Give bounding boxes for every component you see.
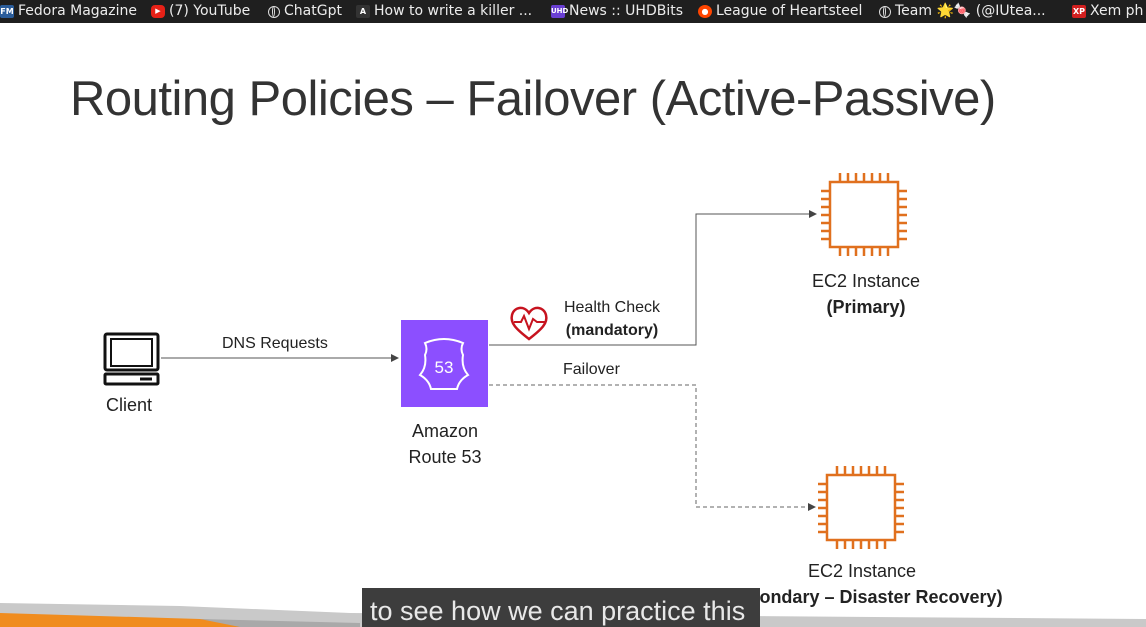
failover-route-line: [489, 384, 816, 511]
ec2-secondary-line2: (Secondary – Disaster Recovery): [721, 587, 1003, 607]
bookmark-label: Xem ph: [1090, 3, 1144, 19]
ec2-primary-chip-icon: [821, 173, 907, 256]
bookmark-label: (7) YouTube: [169, 3, 251, 19]
xp-icon: XP: [1072, 5, 1086, 18]
uhd-icon: UHD: [551, 5, 568, 18]
globe-icon: [268, 5, 280, 18]
dns-requests-label: DNS Requests: [222, 335, 328, 352]
primary-route-line: [489, 210, 817, 346]
health-check-label: Health Check (mandatory): [556, 296, 668, 342]
bookmark-killer-article[interactable]: A How to write a killer ...: [356, 2, 532, 21]
route53-label: Amazon Route 53: [395, 418, 495, 470]
video-caption: to see how we can practice this: [362, 588, 760, 627]
reddit-icon: ●: [698, 5, 712, 18]
youtube-icon: ▶: [151, 5, 165, 18]
client-label: Client: [106, 395, 153, 415]
slide-title: Routing Policies – Failover (Active-Pass…: [70, 72, 996, 126]
bookmark-chatgpt[interactable]: ChatGpt: [268, 2, 342, 21]
bookmark-label: Team 🌟🍬 (@IUtea...: [895, 3, 1046, 19]
bookmark-label: How to write a killer ...: [374, 3, 533, 19]
bookmark-youtube[interactable]: ▶ (7) YouTube: [151, 2, 250, 21]
bookmark-fedora-magazine[interactable]: FM Fedora Magazine: [0, 2, 137, 21]
slide: Routing Policies – Failover (Active-Pass…: [0, 23, 1146, 627]
ec2-primary-label: EC2 Instance (Primary): [796, 268, 936, 320]
health-check-line1: Health Check: [563, 299, 661, 316]
bookmark-label: ChatGpt: [284, 3, 342, 19]
globe-icon: [879, 5, 891, 18]
fedora-magazine-icon: FM: [0, 5, 14, 18]
ai-icon: A: [356, 5, 370, 18]
ec2-secondary-label: EC2 Instance (Secondary – Disaster Recov…: [712, 558, 1012, 610]
client-computer-icon: [103, 332, 160, 386]
bookmark-label: League of Heartsteel: [716, 3, 863, 19]
failover-label: Failover: [563, 361, 620, 378]
bookmark-league-of-heartsteel[interactable]: ● League of Heartsteel: [698, 2, 862, 21]
ec2-primary-line2: (Primary): [826, 297, 906, 317]
health-check-line2: (mandatory): [565, 322, 659, 339]
heart-icon: [510, 306, 548, 341]
bookmark-label: Fedora Magazine: [18, 3, 137, 19]
bookmarks-bar: FM Fedora Magazine ▶ (7) YouTube ChatGpt…: [0, 0, 1146, 23]
bookmark-xem-phim[interactable]: XP Xem ph: [1072, 2, 1143, 21]
bookmark-label: News :: UHDBits: [569, 3, 683, 19]
ec2-primary-line1: EC2 Instance: [811, 271, 921, 291]
bookmark-uhdbits[interactable]: UHD News :: UHDBits: [551, 2, 683, 21]
route53-badge: 53: [435, 358, 454, 377]
bookmark-team[interactable]: Team 🌟🍬 (@IUtea...: [879, 2, 1046, 21]
route53-label-line1: Amazon: [411, 421, 479, 441]
route53-icon: 53: [401, 320, 488, 407]
ec2-secondary-chip-icon: [818, 466, 904, 549]
ec2-secondary-line1: EC2 Instance: [807, 561, 917, 581]
route53-label-line2: Route 53: [408, 447, 482, 467]
